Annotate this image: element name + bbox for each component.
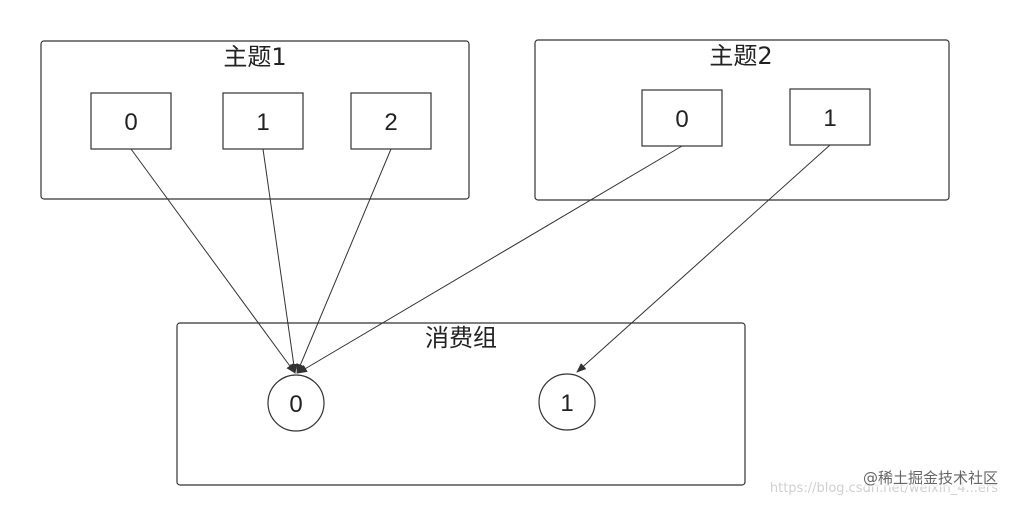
watermark-brand: @稀土掘金技术社区 bbox=[862, 469, 998, 487]
topic1-partition-1-label: 1 bbox=[256, 109, 269, 136]
arrow-t1p1-to-c0 bbox=[262, 148, 298, 374]
arrow-t1p0-to-c0 bbox=[130, 148, 296, 374]
topic2-title: 主题2 bbox=[709, 42, 772, 70]
arrow-t2p1-to-c1 bbox=[576, 144, 831, 373]
topic1-title: 主题1 bbox=[223, 43, 286, 71]
topic1-partition-2-box bbox=[350, 92, 432, 150]
topic2-group: 主题2 0 1 bbox=[534, 39, 950, 201]
consumer-0-circle bbox=[267, 374, 325, 432]
consumer-group-title: 消费组 bbox=[425, 324, 497, 352]
topic2-partition-1-box bbox=[789, 88, 871, 146]
topic1-partition-2-label: 2 bbox=[384, 109, 397, 136]
topic2-box bbox=[534, 39, 950, 201]
arrow-t2p0-to-c0 bbox=[297, 145, 683, 374]
topic2-partition-1-label: 1 bbox=[823, 105, 836, 132]
topic1-partition-1-box bbox=[222, 92, 304, 150]
consumer-1-circle bbox=[538, 373, 596, 431]
topic2-partition-0-box bbox=[641, 89, 723, 147]
topic2-partition-0-label: 0 bbox=[675, 106, 688, 133]
consumer-0-label: 0 bbox=[289, 391, 302, 418]
topic1-partition-0-label: 0 bbox=[124, 109, 137, 136]
arrow-t1p2-to-c0 bbox=[296, 148, 392, 374]
watermark-brand-wrap: @稀土掘金技术社区 bbox=[862, 469, 998, 487]
consumer-1-label: 1 bbox=[560, 390, 573, 417]
consumer-group-box bbox=[176, 322, 746, 486]
topic1-group: 主题1 0 1 2 bbox=[40, 40, 470, 200]
consumer-group-group: 消费组 0 1 bbox=[176, 322, 746, 486]
connections-group bbox=[130, 144, 831, 374]
topic1-partition-0-box bbox=[90, 92, 172, 150]
